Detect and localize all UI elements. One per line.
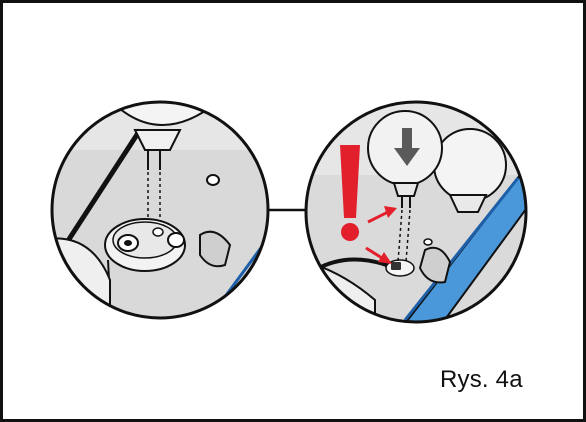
exclamation-mark-icon: [340, 145, 360, 241]
figure-caption: Rys. 4a: [440, 366, 523, 394]
detail-circle-after: [300, 100, 540, 340]
detail-circle-before: [40, 95, 300, 340]
